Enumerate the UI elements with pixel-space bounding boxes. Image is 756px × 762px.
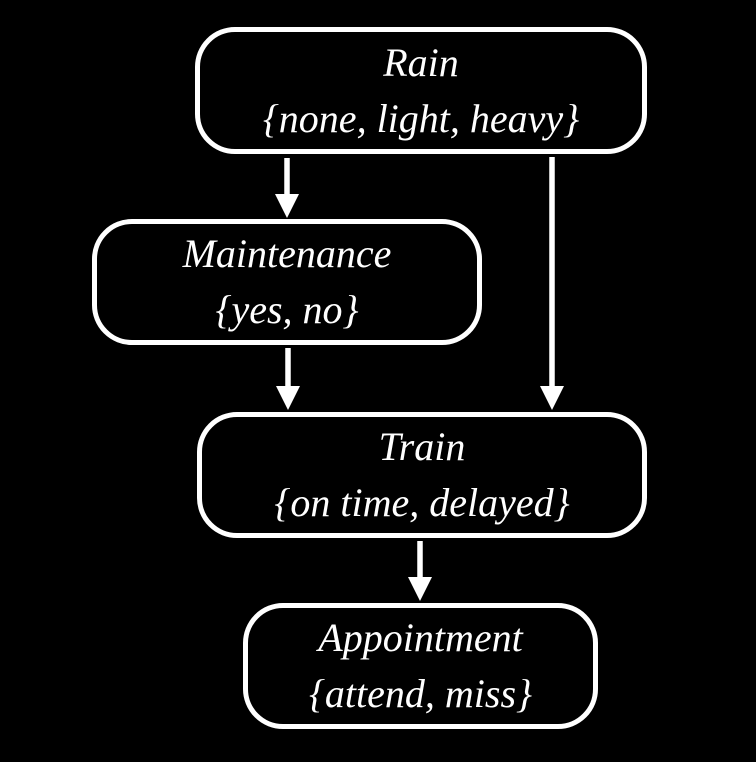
node-appointment-domain: {attend, miss} (308, 671, 533, 716)
node-rain-domain: {none, light, heavy} (262, 95, 580, 141)
edge-train-to-appointment-arrow (408, 541, 432, 601)
node-rain-title: Rain (383, 39, 459, 85)
node-maintenance-domain: {yes, no} (215, 287, 359, 332)
node-train-domain: {on time, delayed} (274, 480, 570, 525)
node-appointment: Appointment {attend, miss} (243, 603, 598, 729)
edge-rain-to-train-arrow (540, 157, 564, 410)
node-appointment-title: Appointment (318, 615, 523, 660)
node-rain: Rain {none, light, heavy} (195, 27, 647, 154)
edge-rain-to-maintenance-arrow (275, 158, 299, 218)
node-train: Train {on time, delayed} (197, 412, 647, 538)
node-maintenance: Maintenance {yes, no} (92, 219, 482, 345)
node-maintenance-title: Maintenance (182, 231, 392, 276)
node-train-title: Train (378, 424, 466, 469)
edge-maintenance-to-train-arrow (276, 348, 300, 410)
